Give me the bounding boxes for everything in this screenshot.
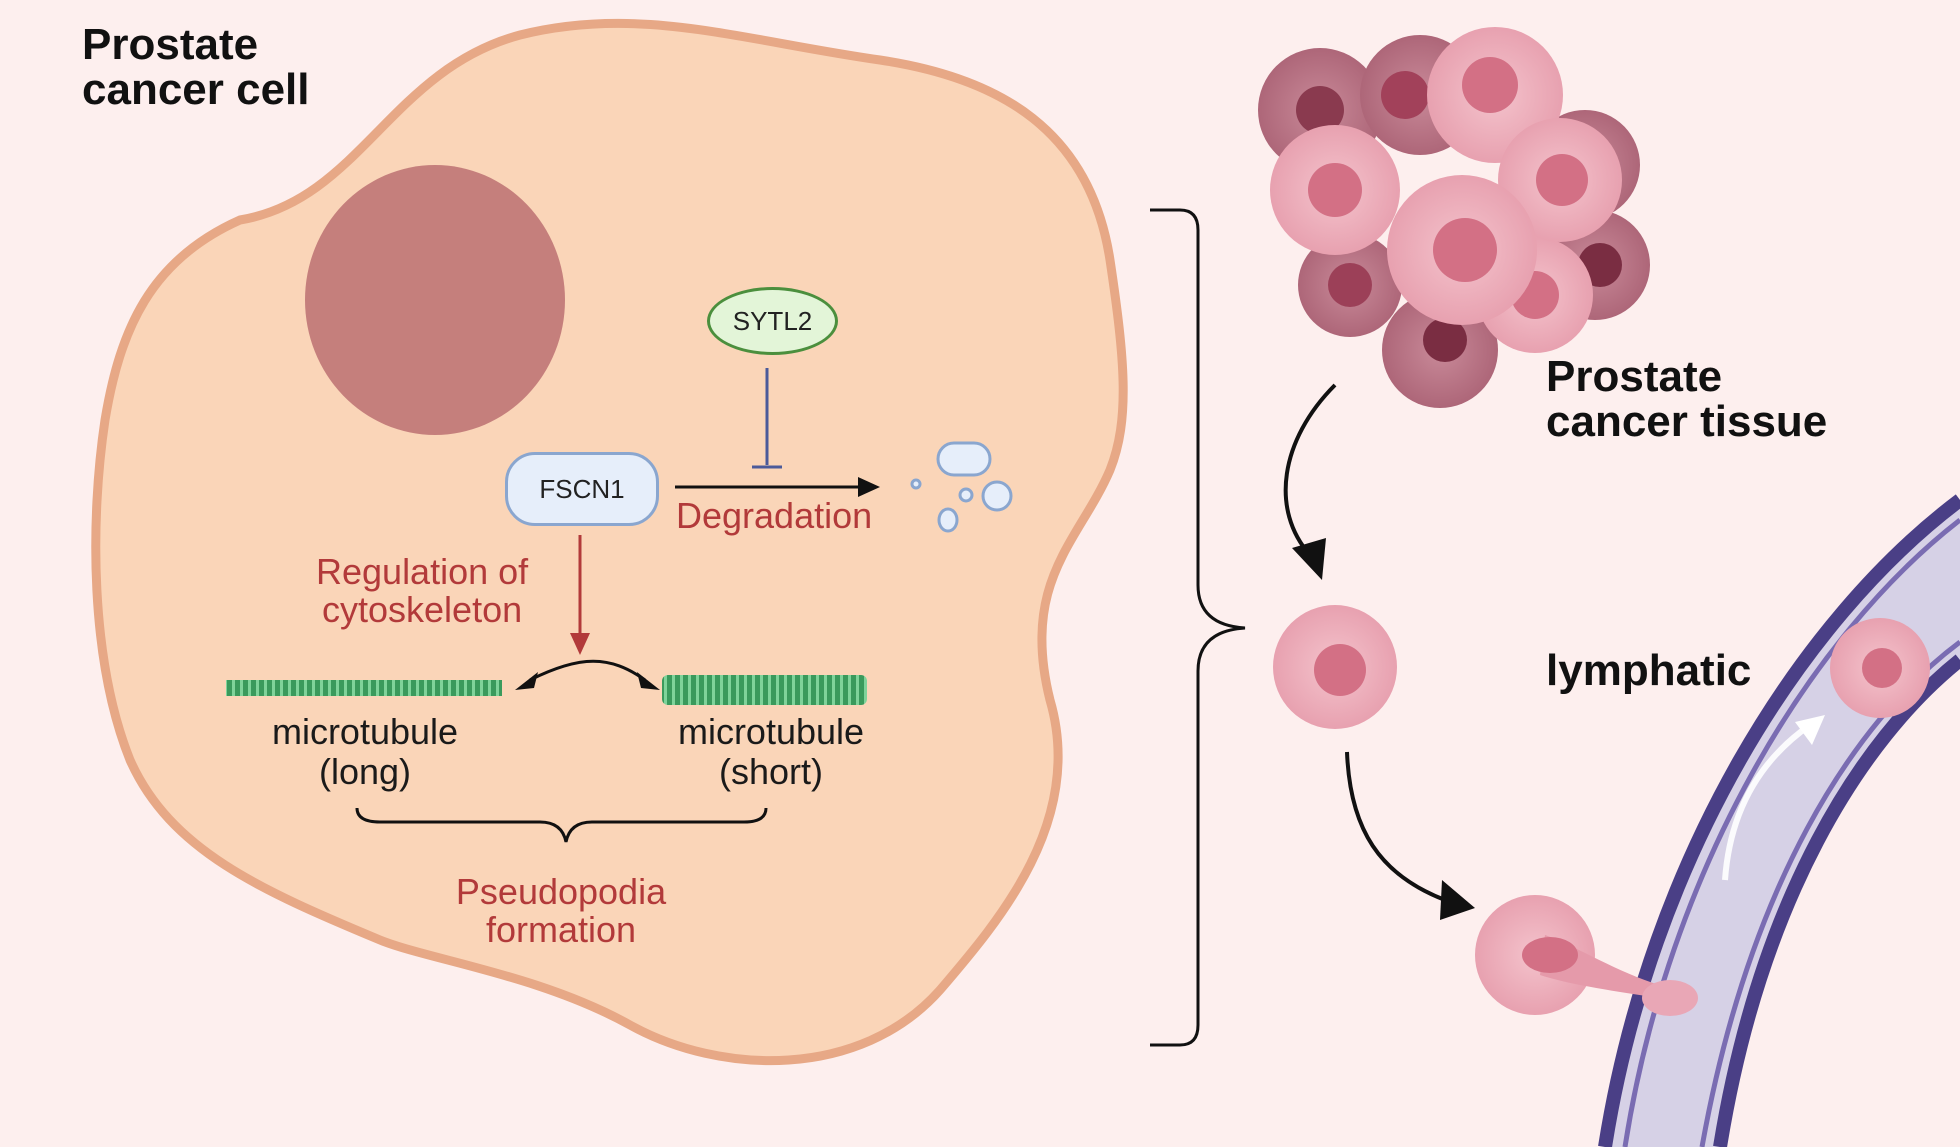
pseudopodia-line-2: formation xyxy=(485,909,637,950)
conversion-arrowhead-left xyxy=(515,672,538,690)
conversion-arrowhead-right xyxy=(637,672,660,690)
mt-short-line-2: (short) xyxy=(718,751,823,792)
migration-arrowhead-1 xyxy=(1292,538,1326,580)
tissue-title: Prostate cancer tissue xyxy=(1546,354,1827,444)
mt-long-line-1: microtubule xyxy=(271,711,459,752)
migration-arrow-2 xyxy=(1345,751,1446,902)
pseudopodia-line-1: Pseudopodia xyxy=(455,871,667,912)
large-brace xyxy=(1150,208,1246,1047)
sytl2-node: SYTL2 xyxy=(707,287,838,355)
cell-title-line-1: Prostate xyxy=(82,20,259,69)
migration-arrowhead-2 xyxy=(1440,880,1475,920)
tissue-title-line-1: Prostate xyxy=(1546,352,1723,401)
regulation-line-1: Regulation of xyxy=(316,551,529,592)
migrating-cell-icon xyxy=(1273,605,1397,729)
mt-long-line-2: (long) xyxy=(318,751,412,792)
pseudopodia-label: Pseudopodia formation xyxy=(440,873,682,949)
intravasating-cell-icon xyxy=(1475,895,1698,1016)
microtubule-long xyxy=(226,680,502,696)
microtubule-short xyxy=(662,675,867,705)
vessel-cell-icon xyxy=(1830,618,1930,718)
degradation-label: Degradation xyxy=(676,495,873,536)
lymphatic-label: lymphatic xyxy=(1546,646,1752,695)
nucleus xyxy=(305,165,565,435)
migration-arrow-1 xyxy=(1283,383,1337,557)
degradation-arrowhead xyxy=(858,477,880,497)
lymphatic-vessel xyxy=(1598,494,1960,1147)
microtubule-short-label: microtubule (short) xyxy=(662,712,880,792)
regulation-label: Regulation of cytoskeleton xyxy=(316,553,528,629)
fscn1-node: FSCN1 xyxy=(505,452,659,526)
cell-title-line-2: cancer cell xyxy=(82,65,310,114)
tumor-tissue-icon xyxy=(1258,27,1650,408)
degradation-fragments xyxy=(910,441,1013,533)
regulation-line-2: cytoskeleton xyxy=(322,589,523,630)
microtubule-long-label: microtubule (long) xyxy=(255,712,475,792)
regulation-arrowhead xyxy=(570,633,590,655)
tissue-title-line-2: cancer tissue xyxy=(1546,397,1828,446)
conversion-arrow xyxy=(529,659,646,682)
cell-title: Prostate cancer cell xyxy=(82,22,310,112)
mt-short-line-1: microtubule xyxy=(677,711,865,752)
pseudopodia-brace xyxy=(355,807,768,843)
